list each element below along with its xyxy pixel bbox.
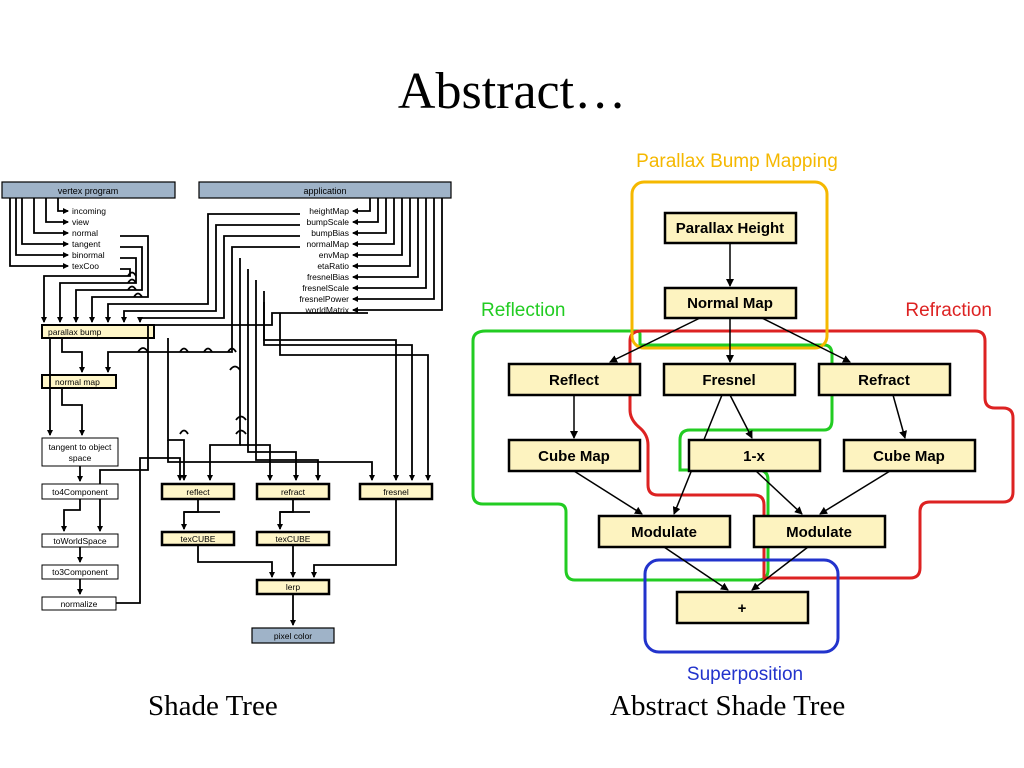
node-modulate-left <box>597 514 732 549</box>
node-tangent-label-2: space <box>69 453 92 463</box>
node-refract-abstract <box>817 362 952 397</box>
node-parallax-height-label: Parallax Height <box>676 220 784 237</box>
caption-shade-tree: Shade Tree <box>148 690 278 722</box>
node-normal-map-label: normal map <box>55 377 100 387</box>
node-to3component-label: to3Component <box>52 567 108 577</box>
node-cube-map-left <box>507 438 642 473</box>
group-parallax-label: Parallax Bump Mapping <box>636 151 838 172</box>
node-texcube-1 <box>160 530 236 547</box>
app-input-label: fresnelPower <box>299 294 349 304</box>
abstract-node-boxes <box>507 211 977 625</box>
app-input-label: normalMap <box>306 239 349 249</box>
node-normal-map-abstract <box>663 286 798 320</box>
node-texcube-2 <box>255 530 331 547</box>
node-lerp <box>255 578 331 596</box>
node-to4component-label: to4Component <box>52 487 108 497</box>
vertex-program-title: vertex program <box>58 186 119 196</box>
abstract-shade-tree: Parallax Bump Mapping Reflection Refract… <box>471 151 1015 685</box>
vp-input-label: tangent <box>72 239 101 249</box>
vp-input-label: incoming <box>72 206 106 216</box>
node-tangent-label-1: tangent to object <box>49 442 112 452</box>
vp-input-label: binormal <box>72 250 105 260</box>
vp-input-label: normal <box>72 228 98 238</box>
application-title: application <box>303 186 346 196</box>
lower-wires <box>181 499 397 626</box>
shade-tree: vertex program application incoming view… <box>1 181 452 644</box>
app-input-label: envMap <box>319 250 350 260</box>
app-input-label: fresnelScale <box>302 283 349 293</box>
node-plus <box>675 590 810 625</box>
node-to3component <box>41 564 119 580</box>
app-input-wires <box>352 198 443 313</box>
parallax-input-wires <box>41 213 300 373</box>
node-fresnel-abstract <box>662 362 797 397</box>
node-to-world-space-label: toWorldSpace <box>53 536 107 546</box>
group-superposition-label: Superposition <box>687 664 803 685</box>
node-to-world-space <box>41 533 119 548</box>
middle-wires <box>127 258 431 481</box>
group-refraction-label: Refraction <box>905 300 992 321</box>
app-input-label: fresnelBias <box>307 272 349 282</box>
vp-input-wires <box>9 198 69 269</box>
app-input-label: worldMatrix <box>305 305 350 315</box>
left-column-wires <box>47 312 368 604</box>
app-input-label: bumpBias <box>311 228 349 238</box>
node-refract-label: refract <box>281 487 306 497</box>
abstract-edges <box>570 243 907 591</box>
node-fresnel-abstract-label: Fresnel <box>702 372 755 389</box>
vp-input-label: texCoo <box>72 261 99 271</box>
node-texcube-1-label: texCUBE <box>181 534 216 544</box>
app-input-label: bumpScale <box>306 217 349 227</box>
node-normal-map <box>41 374 117 389</box>
group-superposition-outline <box>643 558 840 654</box>
node-modulate-right <box>752 514 887 549</box>
slide-title: Abstract… <box>397 63 627 120</box>
node-parallax-bump <box>41 324 155 339</box>
node-normalize <box>41 596 117 611</box>
node-cube-map-right <box>842 438 977 473</box>
node-reflect-abstract <box>507 362 642 397</box>
node-modulate-left-label: Modulate <box>631 524 697 541</box>
node-cube-map-right-label: Cube Map <box>873 448 945 465</box>
node-fresnel-label: fresnel <box>383 487 409 497</box>
group-refraction-outline <box>628 329 1015 580</box>
vp-input-label: view <box>72 217 90 227</box>
node-normal-map-abstract-label: Normal Map <box>687 295 773 312</box>
node-reflect-label: reflect <box>186 487 210 497</box>
node-texcube-2-label: texCUBE <box>276 534 311 544</box>
node-parallax-height <box>663 211 798 245</box>
node-cube-map-left-label: Cube Map <box>538 448 610 465</box>
caption-abstract-shade-tree: Abstract Shade Tree <box>610 690 846 722</box>
node-modulate-right-label: Modulate <box>786 524 852 541</box>
group-reflection-outline <box>471 329 834 582</box>
node-to4component <box>41 483 119 500</box>
node-one-minus-x <box>687 438 822 473</box>
node-pixel-color <box>251 627 335 644</box>
node-parallax-bump-label: parallax bump <box>48 327 102 337</box>
node-normalize-label: normalize <box>61 599 98 609</box>
node-reflect-abstract-label: Reflect <box>549 372 599 389</box>
group-reflection-label: Reflection <box>481 300 566 321</box>
node-refract-abstract-label: Refract <box>858 372 910 389</box>
node-plus-label: + <box>738 600 747 617</box>
application-bar <box>198 181 452 199</box>
node-pixel-color-label: pixel color <box>274 631 312 641</box>
node-lerp-label: lerp <box>286 582 300 592</box>
vertex-program-bar <box>1 181 176 199</box>
app-input-label: heightMap <box>309 206 349 216</box>
node-one-minus-x-label: 1-x <box>743 448 765 465</box>
app-input-label: etaRatio <box>317 261 349 271</box>
node-tangent-to-object <box>41 437 119 467</box>
